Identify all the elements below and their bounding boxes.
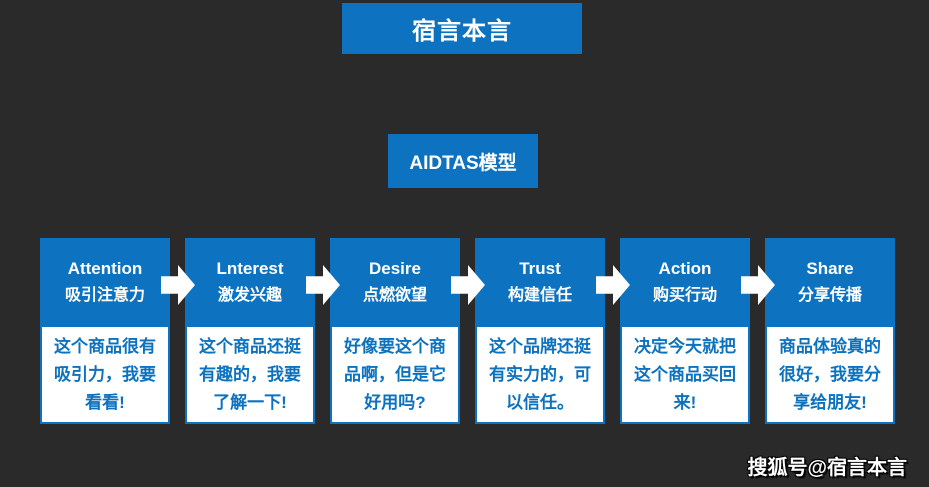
stage-name-en: Desire bbox=[369, 258, 421, 278]
stage-name-zh: 点燃欲望 bbox=[362, 286, 427, 304]
stage-header-desire: Desire 点燃欲望 bbox=[330, 238, 460, 325]
stage-description-text: 这个商品很有 吸引力，我要 看看! bbox=[54, 336, 156, 412]
stage-column-desire: Desire 点燃欲望 好像要这个商 品啊，但是它 好用吗? bbox=[330, 238, 460, 424]
stage-header-trust: Trust 构建信任 bbox=[475, 238, 605, 325]
stage-name-zh: 构建信任 bbox=[507, 286, 572, 304]
stage-description-text: 好像要这个商 品啊，但是它 好用吗? bbox=[344, 336, 446, 412]
stage-description-card: 这个商品还挺 有趣的，我要 了解一下! bbox=[185, 325, 315, 424]
stage-name-en: Action bbox=[658, 258, 712, 278]
stage-column-share: Share 分享传播 商品体验真的 很好，我要分 享给朋友! bbox=[765, 238, 895, 424]
stages-row: Attention 吸引注意力 这个商品很有 吸引力，我要 看看! Lntere… bbox=[40, 238, 895, 424]
brand-banner: 宿言本言 bbox=[342, 3, 582, 54]
stage-name-en: Trust bbox=[519, 258, 561, 278]
stage-description-card: 商品体验真的 很好，我要分 享给朋友! bbox=[765, 325, 895, 424]
model-title-box: AIDTAS模型 bbox=[388, 134, 538, 188]
stage-name-zh: 吸引注意力 bbox=[64, 286, 145, 304]
stage-column-attention: Attention 吸引注意力 这个商品很有 吸引力，我要 看看! bbox=[40, 238, 170, 424]
stage-description-card: 这个品牌还挺 有实力的，可 以信任。 bbox=[475, 325, 605, 424]
stage-name-en: Lnterest bbox=[216, 258, 284, 278]
stage-column-action: Action 购买行动 决定今天就把 这个商品买回 来! bbox=[620, 238, 750, 424]
stage-header-attention: Attention 吸引注意力 bbox=[40, 238, 170, 325]
stage-column-interest: Lnterest 激发兴趣 这个商品还挺 有趣的，我要 了解一下! bbox=[185, 238, 315, 424]
stage-name-en: Attention bbox=[67, 258, 143, 278]
brand-title: 宿言本言 bbox=[412, 18, 512, 45]
watermark-text: 搜狐号@宿言本言 bbox=[747, 457, 907, 479]
stage-description-card: 决定今天就把 这个商品买回 来! bbox=[620, 325, 750, 424]
stage-description-text: 商品体验真的 很好，我要分 享给朋友! bbox=[779, 336, 881, 412]
stage-description-card: 这个商品很有 吸引力，我要 看看! bbox=[40, 325, 170, 424]
stage-description-text: 决定今天就把 这个商品买回 来! bbox=[634, 336, 736, 412]
stage-name-zh: 分享传播 bbox=[797, 286, 862, 304]
stage-header-interest: Lnterest 激发兴趣 bbox=[185, 238, 315, 325]
stage-column-trust: Trust 构建信任 这个品牌还挺 有实力的，可 以信任。 bbox=[475, 238, 605, 424]
stage-description-card: 好像要这个商 品啊，但是它 好用吗? bbox=[330, 325, 460, 424]
stage-name-zh: 激发兴趣 bbox=[217, 286, 282, 304]
stage-name-zh: 购买行动 bbox=[652, 286, 717, 304]
stage-header-action: Action 购买行动 bbox=[620, 238, 750, 325]
model-title: AIDTAS模型 bbox=[409, 152, 517, 174]
stage-description-text: 这个品牌还挺 有实力的，可 以信任。 bbox=[489, 336, 591, 412]
stage-description-text: 这个商品还挺 有趣的，我要 了解一下! bbox=[199, 336, 301, 412]
stage-name-en: Share bbox=[806, 258, 854, 278]
watermark: 搜狐号@宿言本言 bbox=[747, 451, 907, 480]
stage-header-share: Share 分享传播 bbox=[765, 238, 895, 325]
